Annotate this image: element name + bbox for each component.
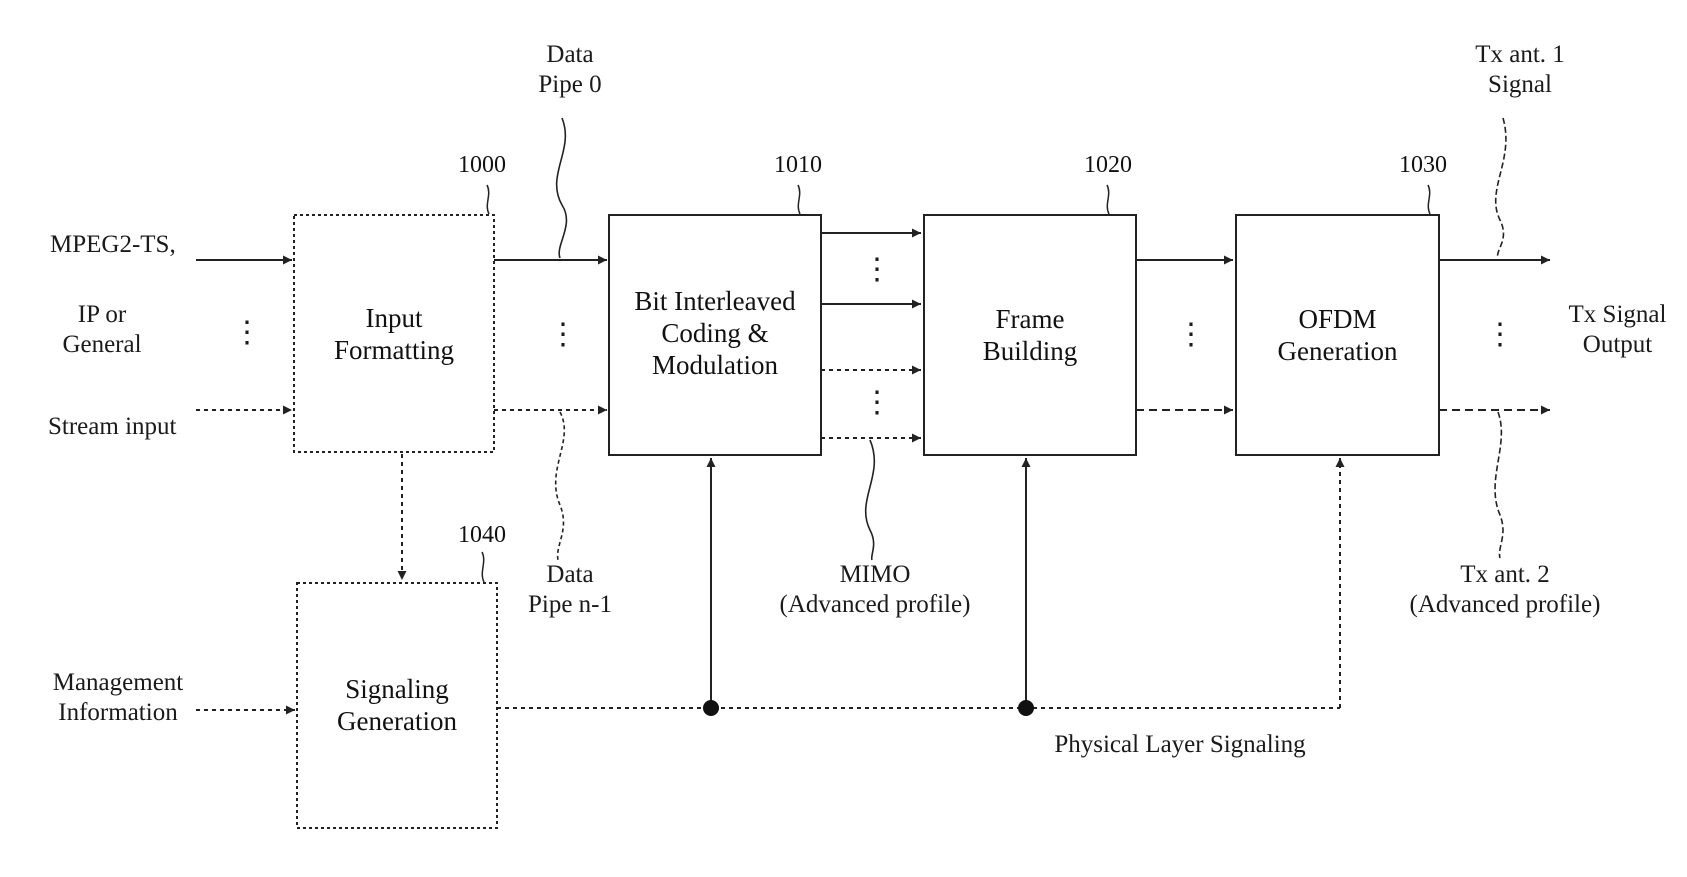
frame-building-line-2: Building xyxy=(983,335,1078,367)
ofdm-generation-line-1: OFDM xyxy=(1298,303,1376,335)
label-mimo-line-2: (Advanced profile) xyxy=(765,590,985,620)
label-mpeg2-ts: MPEG2-TS, xyxy=(50,230,200,260)
ref-1020: 1020 xyxy=(1084,152,1132,178)
label-ip-general: IP or General xyxy=(42,300,162,360)
ref-1040: 1040 xyxy=(458,522,506,548)
ellipsis-bicm-out-top: ⋮ xyxy=(862,255,882,285)
label-management-information: Management Information xyxy=(38,668,198,728)
leader-tx-ant1 xyxy=(1496,118,1506,258)
label-tx-ant2-line-2: (Advanced profile) xyxy=(1395,590,1615,620)
leader-ref-1020 xyxy=(1107,185,1109,214)
label-mimo-line-1: MIMO xyxy=(765,560,985,590)
label-tx-ant2-line-1: Tx ant. 2 xyxy=(1395,560,1615,590)
ellipsis-bicm-out-bottom: ⋮ xyxy=(862,388,882,418)
label-data-pipe-0-line-2: Pipe 0 xyxy=(520,70,620,100)
leader-mimo xyxy=(866,440,875,560)
ofdm-generation-line-2: Generation xyxy=(1278,335,1398,367)
ellipsis-tx-out: ⋮ xyxy=(1485,320,1505,350)
label-stream-input: Stream input xyxy=(48,412,198,442)
label-data-pipe-0-line-1: Data xyxy=(520,40,620,70)
label-tx-signal-output-line-1: Tx Signal xyxy=(1555,300,1680,330)
ellipsis-inputs: ⋮ xyxy=(232,318,252,348)
ref-1000: 1000 xyxy=(458,152,506,178)
label-data-pipe-n1: Data Pipe n-1 xyxy=(515,560,625,620)
leader-ref-1010 xyxy=(798,185,800,214)
ofdm-generation-label: OFDM Generation xyxy=(1236,215,1439,455)
bicm-label: Bit Interleaved Coding & Modulation xyxy=(609,215,821,455)
label-data-pipe-n1-line-2: Pipe n-1 xyxy=(515,590,625,620)
label-mimo: MIMO (Advanced profile) xyxy=(765,560,985,620)
signaling-generation-line-2: Generation xyxy=(337,705,457,737)
leader-ref-1040 xyxy=(482,552,484,582)
label-tx-signal-output-line-2: Output xyxy=(1555,330,1680,360)
bicm-line-1: Bit Interleaved xyxy=(634,285,795,317)
label-ip-general-line-1: IP or xyxy=(42,300,162,330)
signaling-generation-label: Signaling Generation xyxy=(297,583,497,828)
signaling-generation-line-1: Signaling xyxy=(345,673,449,705)
label-physical-layer-signaling: Physical Layer Signaling xyxy=(1050,730,1310,760)
label-tx-ant2: Tx ant. 2 (Advanced profile) xyxy=(1395,560,1615,620)
junction-dot-frame xyxy=(1018,700,1034,716)
bicm-line-3: Modulation xyxy=(652,349,778,381)
label-ip-general-line-2: General xyxy=(42,330,162,360)
ref-1030: 1030 xyxy=(1399,152,1447,178)
ellipsis-frame-out: ⋮ xyxy=(1176,320,1196,350)
label-data-pipe-0: Data Pipe 0 xyxy=(520,40,620,100)
leader-tx-ant2 xyxy=(1495,412,1503,558)
label-tx-ant1-line-2: Signal xyxy=(1450,70,1590,100)
input-formatting-line-2: Formatting xyxy=(334,334,454,366)
label-tx-signal-output: Tx Signal Output xyxy=(1555,300,1680,360)
label-tx-ant1: Tx ant. 1 Signal xyxy=(1450,40,1590,100)
frame-building-label: Frame Building xyxy=(924,215,1136,455)
frame-building-line-1: Frame xyxy=(996,303,1065,335)
ref-1010: 1010 xyxy=(774,152,822,178)
label-management-line-2: Information xyxy=(38,698,198,728)
leader-ref-1030 xyxy=(1428,185,1430,214)
leader-ref-1000 xyxy=(487,185,489,214)
label-data-pipe-n1-line-1: Data xyxy=(515,560,625,590)
input-formatting-line-1: Input xyxy=(366,302,423,334)
ellipsis-data-pipes: ⋮ xyxy=(548,320,568,350)
bicm-line-2: Coding & xyxy=(661,317,768,349)
leader-data-pipe-n1 xyxy=(556,412,565,560)
junction-dot-bicm xyxy=(703,700,719,716)
input-formatting-label: Input Formatting xyxy=(294,215,494,452)
label-tx-ant1-line-1: Tx ant. 1 xyxy=(1450,40,1590,70)
label-management-line-1: Management xyxy=(38,668,198,698)
leader-data-pipe-0 xyxy=(557,118,567,258)
